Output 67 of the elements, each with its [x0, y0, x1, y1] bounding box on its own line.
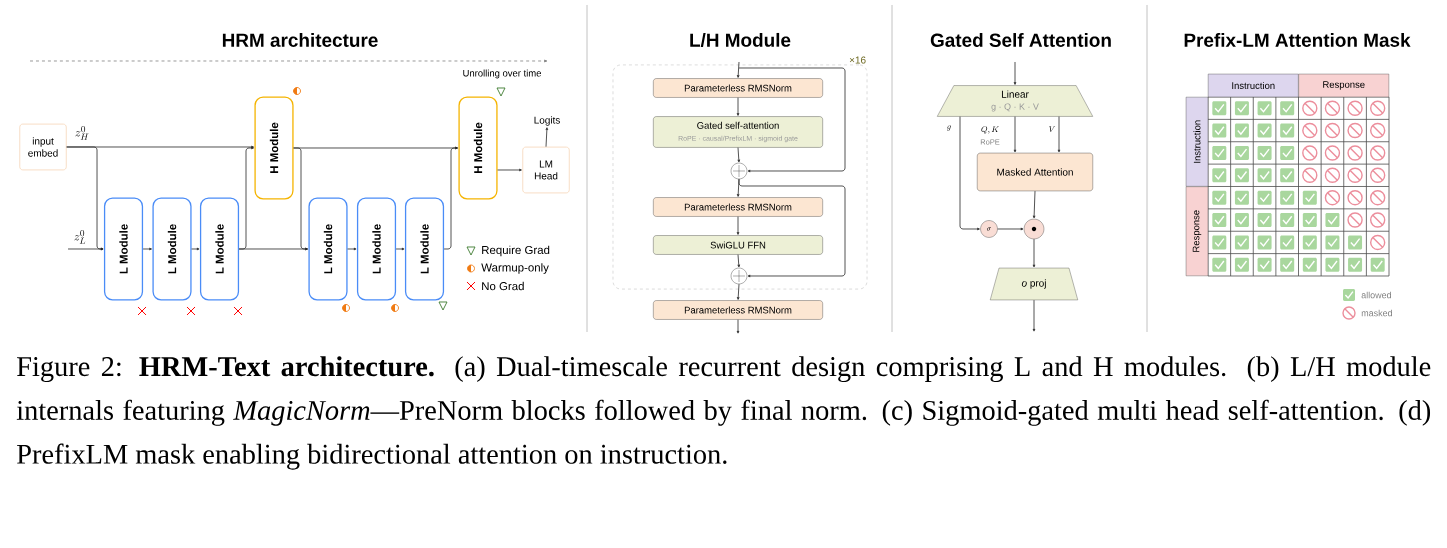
header-cell: Instruction [1208, 73, 1299, 98]
header-cell: Instruction [1185, 96, 1209, 187]
arrow [737, 147, 741, 163]
arrow [1032, 238, 1036, 268]
legend-text: Require Grad [482, 245, 550, 257]
arrow [738, 67, 846, 173]
l-module-box: L Module [152, 197, 192, 301]
io-box: input embed [19, 123, 67, 171]
multiply-circle [1023, 218, 1045, 240]
io-box: LM Head [522, 146, 570, 194]
legend-text: allowed [1361, 291, 1391, 299]
arrow [1032, 190, 1036, 219]
arrow [67, 247, 104, 251]
header-cell: Response [1185, 186, 1209, 277]
arrow [293, 147, 308, 251]
node-label: ×16 [849, 56, 866, 64]
axis-label: Unrolling over time [463, 69, 541, 79]
arrow [738, 178, 846, 278]
arrow [497, 168, 522, 172]
arrow [1013, 61, 1017, 85]
legend-text: Warmup-only [481, 263, 549, 274]
panel-title: Prefix-LM Attention Mask [1184, 33, 1411, 47]
edge-label: $z_H^0$ [73, 125, 91, 141]
arrow [142, 247, 152, 251]
linear-trapezoid: Linear g · Q · K · V [937, 85, 1093, 117]
norm-box: Parameterless RMSNorm [653, 300, 823, 320]
arrow [737, 254, 741, 268]
projection-trapezoid: o proj [990, 267, 1078, 301]
attention-box: Masked Attention [977, 152, 1093, 192]
arrow [1057, 116, 1061, 153]
output-text: Logits [534, 116, 560, 126]
ffn-box: SwiGLU FFN [653, 235, 823, 255]
l-module-box: L Module [308, 197, 348, 301]
l-module-box: L Module [404, 197, 445, 301]
header-cell: Response [1298, 73, 1390, 98]
caption: Figure 2: HRM-Text architecture. (a) Dual-timescale recurrent design comprising L and H modules. (b) L/H module internals featuring MagicNorm—PreNorm blocks followed by final norm. (c) Sigmoid-gated multi head self-attention. (d) PrefixLM mask enabling bidirectional attention on instruction. [16, 356, 1431, 470]
edge-label: $Q, K$ [979, 125, 1001, 135]
arrow [997, 227, 1024, 231]
legend-text: No Grad [482, 281, 524, 291]
norm-box: Parameterless RMSNorm [653, 197, 823, 217]
l-module-box: L Module [103, 197, 144, 301]
h-module-box: H Module [254, 96, 294, 200]
arrow [347, 247, 357, 251]
l-module-box: L Module [199, 197, 240, 301]
arrow [191, 247, 200, 251]
edge-label: $z_L^0$ [72, 229, 88, 245]
panel-title: Gated Self Attention [930, 33, 1111, 47]
legend-text: masked [1361, 309, 1392, 317]
arrow [1013, 116, 1017, 153]
arrow [959, 116, 980, 231]
panel-title: HRM architecture [222, 33, 378, 47]
arrow [736, 97, 740, 116]
arrow [736, 61, 740, 78]
h-module-box: H Module [458, 96, 498, 200]
arrow [395, 247, 405, 251]
arrow [1032, 299, 1036, 332]
panel-title: L/H Module [690, 32, 791, 48]
norm-box: Parameterless RMSNorm [653, 78, 823, 98]
edge-label: $g$ [945, 124, 953, 132]
l-module-box: L Module [356, 197, 397, 301]
edge-label: $V$ [1047, 125, 1057, 133]
arrow [545, 127, 549, 148]
arrow [736, 319, 740, 334]
add-circle [730, 162, 748, 180]
arrow [736, 283, 740, 300]
arrow [736, 216, 740, 235]
add-circle [730, 267, 748, 285]
